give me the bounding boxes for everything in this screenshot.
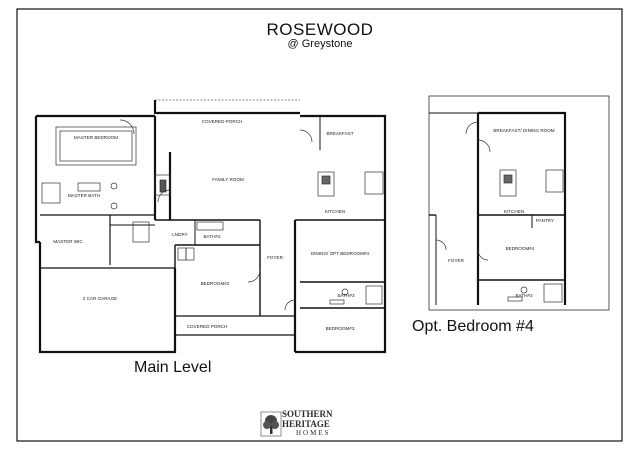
opt-room-bath-3: BATH#3 — [515, 293, 532, 298]
opt-plan-fixtures — [435, 121, 564, 303]
room-master-bedroom: MASTER BEDROOM — [74, 135, 118, 140]
opt-room-pantry: PANTRY — [536, 218, 554, 223]
room-dining: DINING/ OPT BEDROOM#4 — [311, 251, 370, 256]
room-bedroom-2: BEDROOM#2 — [201, 281, 230, 286]
room-master-wic: MASTER WIC — [53, 239, 83, 244]
main-plan-walls — [34, 99, 387, 354]
room-breakfast: BREAKFAST — [326, 131, 353, 136]
main-plan-fixtures — [41, 119, 384, 311]
logo-line-1: SOUTHERN — [282, 409, 333, 419]
room-bath-2: BATH#2 — [203, 234, 220, 239]
room-laundry: LNDRY — [172, 232, 188, 237]
builder-logo: SOUTHERN HERITAGE HOMES — [260, 409, 382, 440]
plan-title: ROSEWOOD — [266, 20, 374, 39]
room-foyer: FOYER — [267, 255, 284, 260]
room-master-bath: MASTER BATH — [68, 193, 100, 198]
main-plan-room-labels: COVERED PORCH BREAKFAST MASTER BEDROOM F… — [53, 119, 369, 331]
room-bath-3: BATH#3 — [337, 293, 354, 298]
opt-plan-room-labels: BREAKFAST/ DINING ROOM KITCHEN PANTRY BE… — [448, 128, 555, 298]
room-bedroom-3: BEDROOM#3 — [326, 326, 355, 331]
opt-plan-walls — [429, 111, 567, 305]
logo-wordmark: SOUTHERN HERITAGE HOMES — [282, 409, 382, 439]
room-covered-porch-rear: COVERED PORCH — [202, 119, 243, 124]
plan-subtitle: @ Greystone — [287, 38, 353, 50]
room-garage: 2 CAR GARAGE — [83, 296, 117, 301]
logo-line-3: HOMES — [296, 429, 331, 437]
room-family-room: FAMILY ROOM — [212, 177, 244, 182]
tree-logo-icon — [260, 411, 282, 437]
opt-room-kitchen: KITCHEN — [504, 209, 524, 214]
logo-line-2: HERITAGE — [282, 418, 330, 429]
room-kitchen: KITCHEN — [325, 209, 345, 214]
opt-room-foyer: FOYER — [448, 258, 465, 263]
room-covered-porch-front: COVERED PORCH — [187, 324, 228, 329]
opt-plan-frame — [428, 95, 610, 311]
main-level-caption: Main Level — [134, 359, 212, 376]
opt-bedroom-caption: Opt. Bedroom #4 — [412, 318, 534, 335]
opt-room-breakfast-dining: BREAKFAST/ DINING ROOM — [493, 128, 554, 133]
opt-room-bedroom-4: BEDROOM#4 — [506, 246, 535, 251]
